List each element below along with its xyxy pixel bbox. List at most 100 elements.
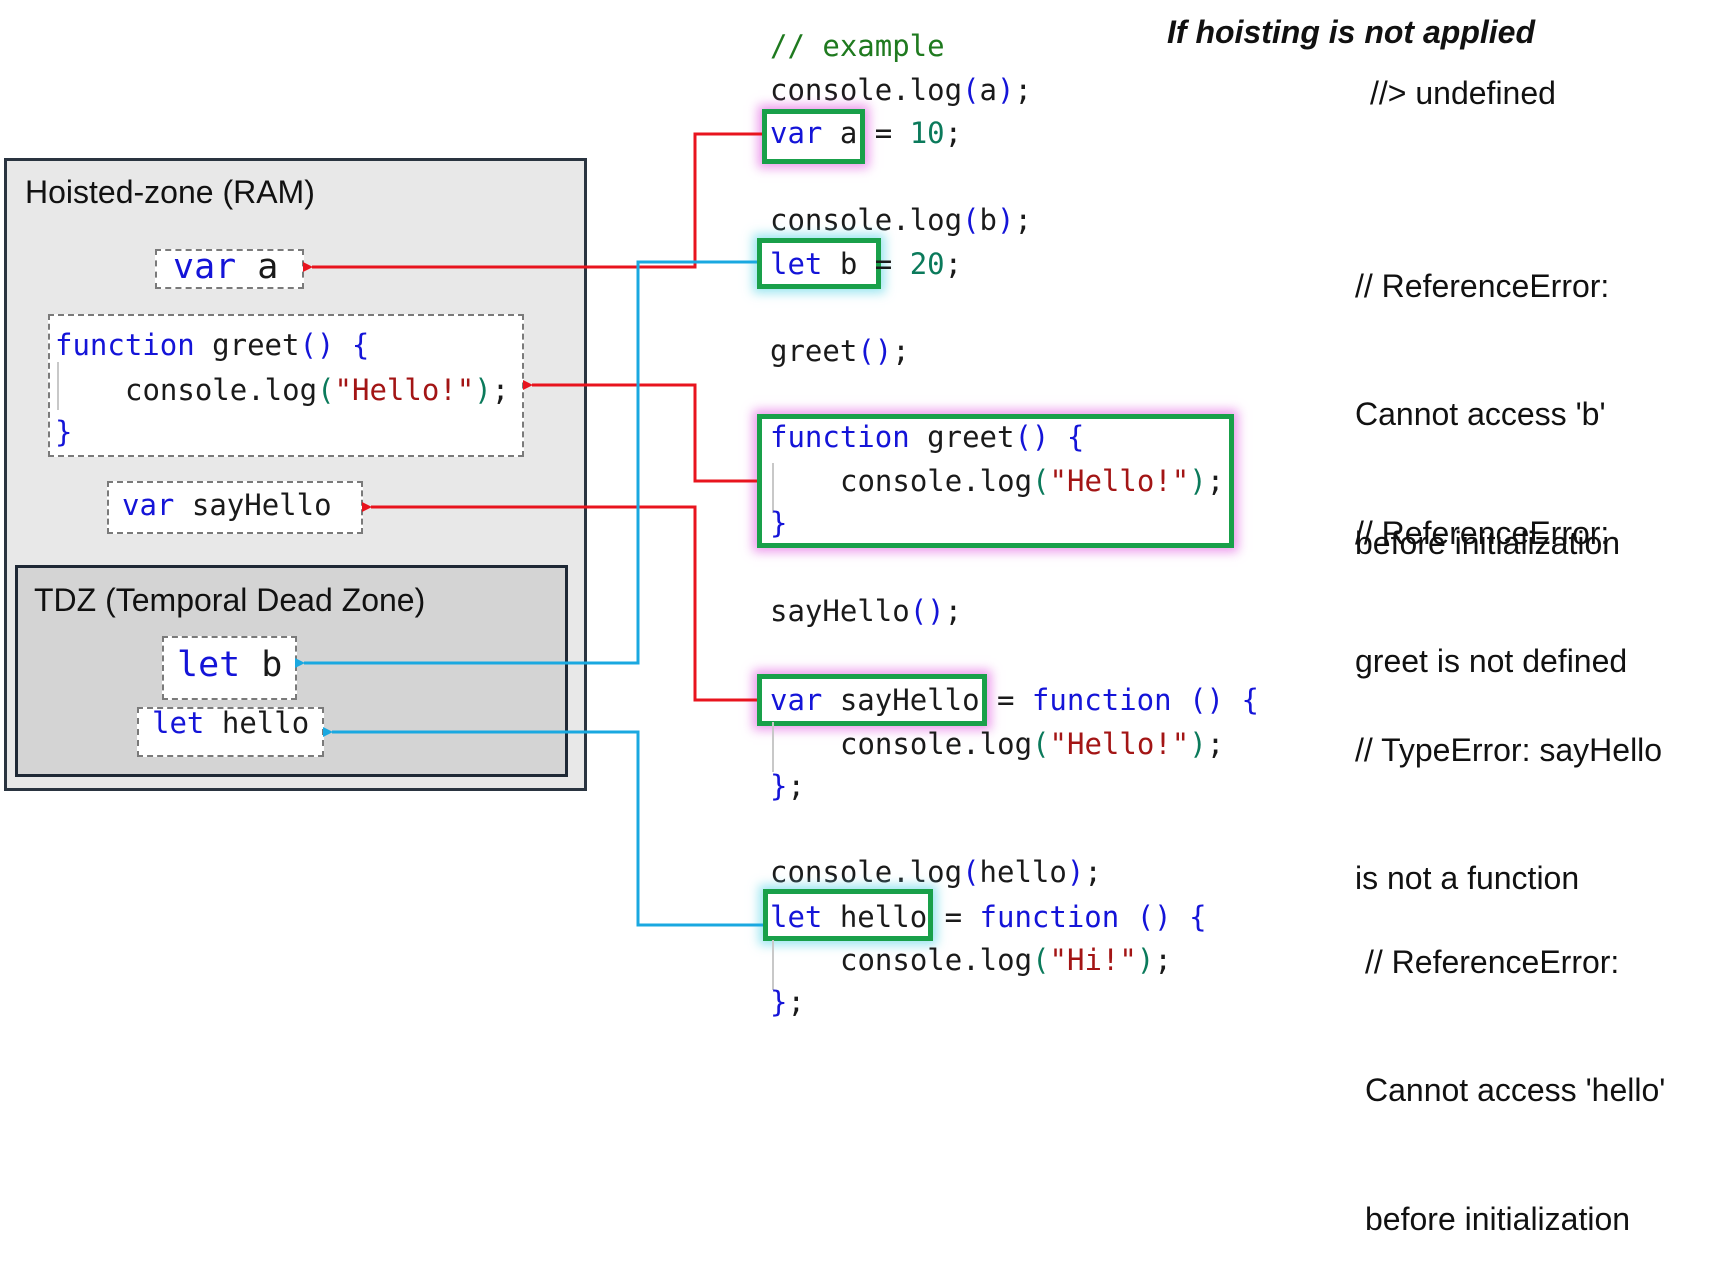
punct: ( xyxy=(317,373,335,407)
punct: ; xyxy=(1206,464,1225,498)
keyword: let xyxy=(177,645,241,685)
identifier: greet xyxy=(194,328,300,362)
code-line-3: console.log(b); xyxy=(770,206,1032,235)
note-line: before initialization xyxy=(1365,1201,1631,1237)
note-undefined: //> undefined xyxy=(1370,75,1556,111)
hoisted-var-a: var a xyxy=(173,250,278,285)
note-line: // ReferenceError: xyxy=(1355,514,1610,551)
call: console.log xyxy=(840,943,1033,977)
identifier: a xyxy=(822,116,858,150)
hoisted-var-a-box xyxy=(155,249,304,289)
identifier: hello xyxy=(822,900,928,934)
punct: ; xyxy=(787,769,805,803)
keyword: function xyxy=(770,420,910,454)
note-line: // ReferenceError: xyxy=(1365,943,1620,980)
punct: ; xyxy=(944,247,963,281)
punct: ; xyxy=(1084,855,1102,889)
call: console.log xyxy=(840,464,1033,498)
operator: = xyxy=(927,900,980,934)
keyword: var xyxy=(173,247,237,287)
code-line-2: var a = 10; xyxy=(770,119,962,148)
highlight-function-greet xyxy=(757,414,1234,548)
punct: ( xyxy=(962,73,980,107)
call: console.log xyxy=(770,73,963,107)
punct: ; xyxy=(944,594,963,628)
keyword: var xyxy=(770,683,823,717)
keyword: var xyxy=(122,488,175,522)
tdz-let-hello: let hello xyxy=(152,709,309,738)
keyword: let xyxy=(770,247,823,281)
punct: ) xyxy=(997,203,1015,237)
note-line: Cannot access 'hello' xyxy=(1365,1072,1666,1109)
connector-arrows xyxy=(295,132,763,927)
heading: If hoisting is not applied xyxy=(1167,14,1535,50)
note-reference-error-b: // ReferenceError: Cannot access 'b' bef… xyxy=(1355,179,1620,608)
punct: ( xyxy=(1032,727,1050,761)
punct: () xyxy=(857,334,893,368)
operator: = xyxy=(979,683,1032,717)
call: console.log xyxy=(770,203,963,237)
keyword: var xyxy=(770,116,823,150)
punct: { xyxy=(1224,683,1259,717)
tdz-let-b-box xyxy=(162,636,297,700)
identifier: b xyxy=(822,247,858,281)
hoisted-zone-title: Hoisted-zone (RAM) xyxy=(25,174,315,210)
call: console.log xyxy=(840,727,1033,761)
punct: () xyxy=(1014,420,1050,454)
arrow-var-a xyxy=(303,132,762,272)
code-line-16: }; xyxy=(770,988,805,1017)
number: 20 xyxy=(909,247,945,281)
punct: ; xyxy=(892,334,910,368)
call: sayHello xyxy=(770,594,910,628)
arg: hello xyxy=(979,855,1067,889)
punct: { xyxy=(334,328,370,362)
indent-guide xyxy=(772,722,774,772)
punct: ; xyxy=(1206,727,1225,761)
punct: ) xyxy=(997,73,1015,107)
highlight-var-a xyxy=(762,109,865,164)
keyword: function xyxy=(55,328,195,362)
punct: } xyxy=(770,985,788,1019)
note-line: before initialization xyxy=(1355,525,1621,561)
punct: ; xyxy=(1154,943,1172,977)
arrow-let-hello xyxy=(323,727,763,927)
punct: () xyxy=(1119,900,1172,934)
tdz-let-hello-box xyxy=(137,707,324,757)
identifier: sayHello xyxy=(191,488,332,522)
code-line-1: console.log(a); xyxy=(770,76,1032,105)
code-line-13: console.log(hello); xyxy=(770,858,1102,887)
punct: } xyxy=(770,769,788,803)
identifier: greet xyxy=(909,420,1015,454)
hoisted-greet-box xyxy=(48,314,524,457)
string: "Hello!" xyxy=(1049,727,1190,761)
hoisted-greet-line1: function greet() { xyxy=(55,331,369,360)
punct: ; xyxy=(1014,73,1032,107)
hoisted-var-sayhello-box xyxy=(107,481,363,534)
arrow-var-sayhello xyxy=(362,502,757,702)
punct: { xyxy=(1171,900,1207,934)
identifier: b xyxy=(261,645,283,685)
code-line-5: greet(); xyxy=(770,337,910,366)
note-reference-error-greet: // ReferenceError: greet is not defined xyxy=(1355,426,1627,726)
punct: ( xyxy=(1032,464,1050,498)
indent-guide xyxy=(57,362,59,410)
punct: () xyxy=(299,328,335,362)
identifier: hello xyxy=(221,706,310,740)
code-line-9: sayHello(); xyxy=(770,597,962,626)
code-comment: // example xyxy=(770,29,945,63)
hoisted-greet-close: } xyxy=(55,415,73,449)
punct: ) xyxy=(1136,943,1155,977)
call: console.log xyxy=(770,855,963,889)
hoisted-greet-line2: console.log("Hello!"); xyxy=(125,376,509,405)
punct: ) xyxy=(1189,464,1207,498)
operator: = xyxy=(857,116,910,150)
arrow-function-greet xyxy=(523,380,757,483)
punct: ( xyxy=(962,203,980,237)
punct: ; xyxy=(787,985,805,1019)
highlight-var-sayhello xyxy=(757,674,987,726)
string: "Hello!" xyxy=(334,373,475,407)
indent-guide xyxy=(772,463,774,513)
string: "Hello!" xyxy=(1049,464,1190,498)
keyword: let xyxy=(770,900,823,934)
note-line: Cannot access 'b' xyxy=(1355,396,1606,433)
